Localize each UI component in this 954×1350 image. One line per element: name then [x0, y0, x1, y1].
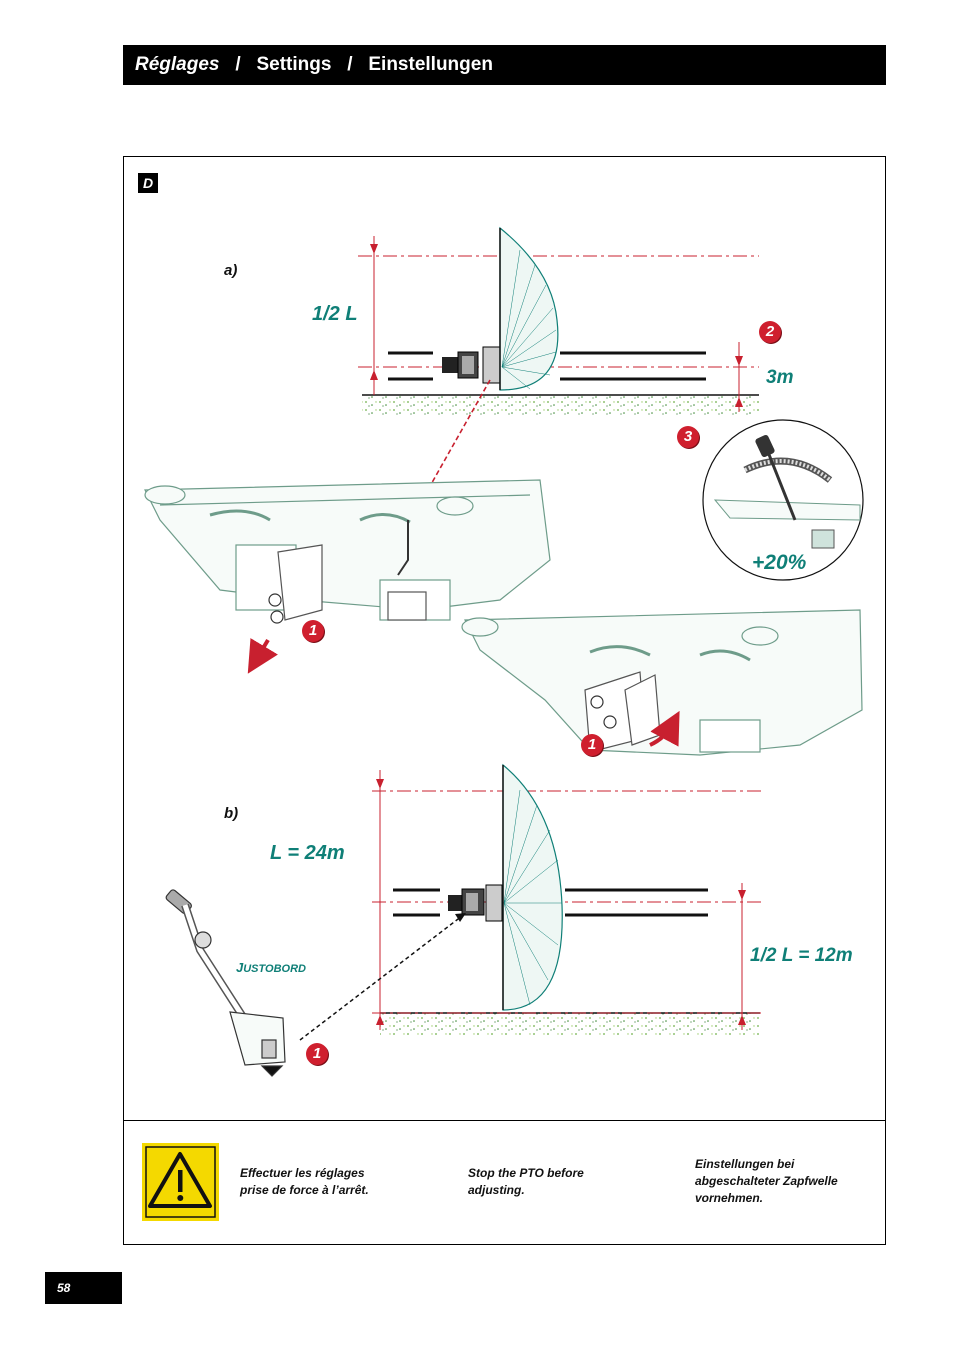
adjust-label: +20%: [752, 551, 807, 574]
callout-1-a: 1: [302, 620, 324, 642]
justobord-rest: USTOBORD: [243, 963, 306, 975]
figure-frame: [123, 156, 886, 1245]
detail-circle: [702, 419, 864, 581]
title-sep1: /: [235, 54, 241, 75]
warning-en-line-1: Stop the PTO before: [468, 1166, 584, 1180]
title-fr: Réglages: [135, 54, 220, 75]
header-bar: Réglages / Settings / Einstellungen: [123, 45, 886, 85]
warning-en: Stop the PTO before adjusting.: [468, 1165, 584, 1199]
figure-b-label: b): [224, 805, 239, 822]
warning-icon: [145, 1146, 216, 1218]
justobord-label: JUSTOBORD: [236, 960, 306, 975]
turn-arrow: [649, 710, 680, 747]
title-en: Settings: [256, 54, 332, 75]
figure-a-label: a): [224, 262, 238, 279]
warning-de-line-1: Einstellungen bei: [695, 1157, 795, 1171]
justobord-initial: J: [236, 960, 244, 975]
spreader-drawing-1: [144, 479, 551, 624]
pull-arrow: [247, 638, 278, 674]
figure-a-diagram: [358, 226, 759, 524]
justobord-device: [165, 889, 286, 1077]
title-de: Einstellungen: [368, 54, 493, 75]
half-width-label-b: 1/2 L = 12m: [750, 945, 853, 966]
warning-fr-line-1: Effectuer les réglages: [240, 1166, 365, 1180]
callout-1-c: 1: [306, 1043, 328, 1065]
page-number: 58: [45, 1272, 122, 1304]
warning-de-line-3: vornehmen.: [695, 1191, 764, 1205]
section-badge: D: [138, 173, 158, 193]
warning-divider: [123, 1120, 886, 1121]
callout-3: 3: [677, 426, 699, 448]
warning-fr: Effectuer les réglages prise de force à …: [240, 1165, 369, 1199]
callout-1-b: 1: [581, 734, 603, 756]
spreader-drawing-2: [461, 609, 863, 756]
figure-b-diagram: [299, 763, 762, 1041]
warning-de-line-2: abgeschalteter Zapfwelle: [695, 1174, 838, 1188]
warning-de: Einstellungen bei abgeschalteter Zapfwel…: [695, 1156, 838, 1207]
height-label: 3m: [766, 367, 794, 388]
warning-fr-line-2: prise de force à l’arrêt.: [240, 1183, 369, 1197]
half-width-label-a: 1/2 L: [312, 303, 358, 325]
callout-2: 2: [759, 321, 781, 343]
width-label-b: L = 24m: [270, 842, 345, 864]
title-sep2: /: [347, 54, 353, 75]
warning-en-line-2: adjusting.: [468, 1183, 525, 1197]
